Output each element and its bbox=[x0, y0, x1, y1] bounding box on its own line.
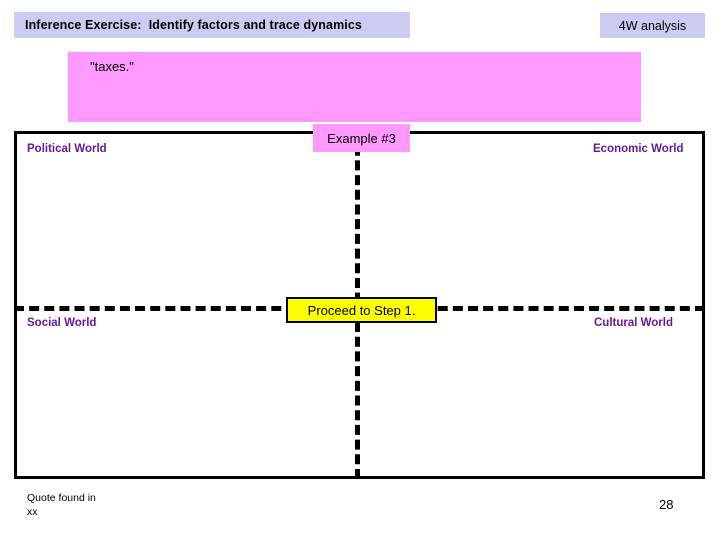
proceed-to-step-label: Proceed to Step 1. bbox=[307, 302, 416, 318]
quote-source-line-2: xx bbox=[27, 506, 38, 518]
example-chip: Example #3 bbox=[313, 124, 410, 152]
analysis-tag-badge: 4W analysis bbox=[600, 13, 705, 38]
proceed-to-step-chip[interactable]: Proceed to Step 1. bbox=[286, 297, 437, 323]
quote-source-line-1: Quote found in bbox=[27, 492, 96, 504]
quadrant-label-cultural: Cultural World bbox=[594, 317, 674, 329]
quadrant-label-political: Political World bbox=[27, 143, 107, 155]
slide-title-banner: Inference Exercise: Identify factors and… bbox=[14, 12, 410, 38]
page-number: 28 bbox=[659, 497, 674, 512]
quote-source-note: Quote found in xx bbox=[27, 491, 96, 519]
slide-title: Inference Exercise: Identify factors and… bbox=[25, 18, 362, 32]
example-chip-label: Example #3 bbox=[327, 130, 396, 146]
quote-banner: "taxes." bbox=[68, 52, 641, 122]
quote-text: "taxes." bbox=[90, 59, 134, 74]
analysis-tag-label: 4W analysis bbox=[618, 18, 687, 33]
quadrant-label-social: Social World bbox=[27, 317, 97, 329]
quadrant-label-economic: Economic World bbox=[593, 143, 684, 155]
